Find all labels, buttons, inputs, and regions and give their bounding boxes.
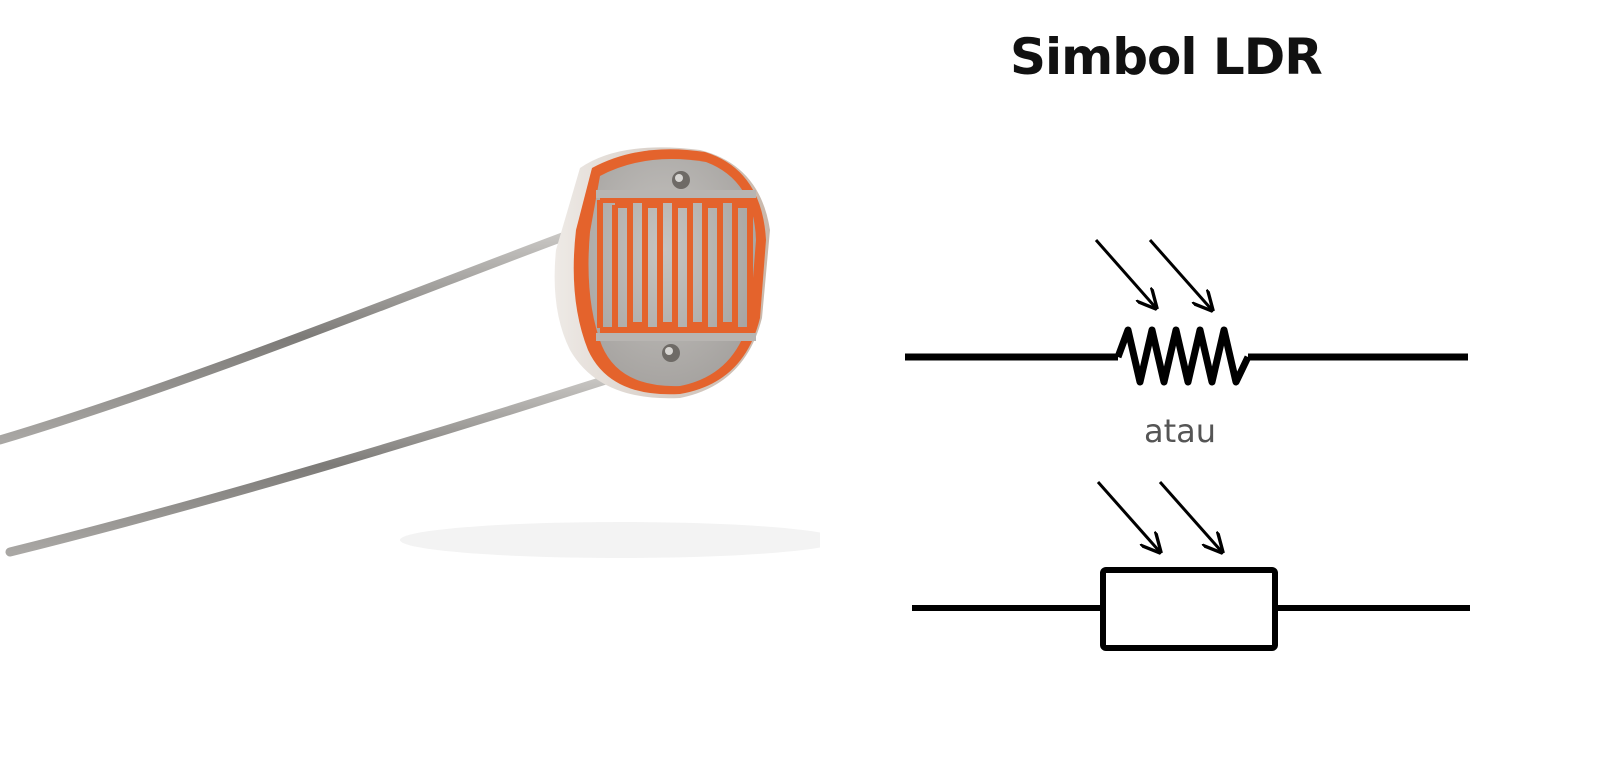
zigzag-resistor: [1114, 326, 1252, 386]
page-title: Simbol LDR: [1010, 28, 1323, 86]
light-arrow-2: [1148, 239, 1212, 310]
ldr-component-photo: [0, 147, 820, 558]
light-arrow-3: [1096, 481, 1160, 552]
light-arrow-1: [1094, 239, 1156, 308]
box-resistor: [1100, 567, 1278, 651]
or-label: atau: [1143, 412, 1217, 450]
cds-track: [597, 197, 753, 333]
lower-lead-wire: [5, 373, 617, 557]
upper-lead-wire: [0, 230, 573, 445]
ldr-zigzag-resistor-symbol: [905, 239, 1468, 386]
ldr-symbols: [905, 239, 1470, 651]
ldr-box-resistor-symbol: [912, 481, 1470, 651]
light-arrow-4: [1158, 481, 1222, 552]
